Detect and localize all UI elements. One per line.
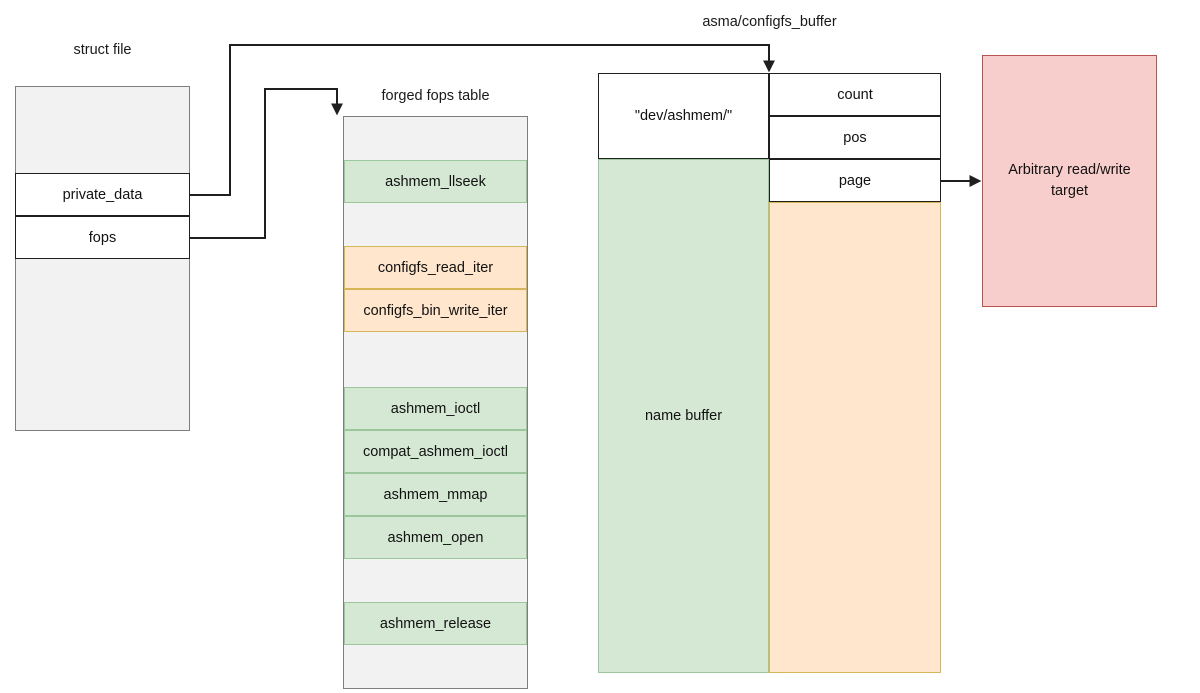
fops-row[interactable]: ashmem_ioctl xyxy=(344,387,527,430)
fops-row-label: compat_ashmem_ioctl xyxy=(362,443,509,460)
fops-row[interactable] xyxy=(344,645,527,688)
configfs-buffer-name-cell[interactable]: "dev/ashmem/" xyxy=(598,73,769,159)
fops-row-label: ashmem_mmap xyxy=(383,486,488,503)
struct-file-field-private-data[interactable]: private_data xyxy=(15,173,190,216)
fops-row[interactable] xyxy=(344,559,527,602)
fops-row[interactable] xyxy=(344,203,527,246)
fops-row-label: ashmem_ioctl xyxy=(390,400,481,417)
configfs-buffer-field-count[interactable]: count xyxy=(769,73,941,116)
configfs-buffer-name-cell-label: "dev/ashmem/" xyxy=(634,108,733,124)
configfs-buffer-field-count-label: count xyxy=(837,86,873,103)
fops-row[interactable]: ashmem_release xyxy=(344,602,527,645)
arbitrary-read-write-target-label: Arbitrary read/write target xyxy=(1008,161,1131,199)
configfs-buffer-field-pos-label: pos xyxy=(843,129,867,146)
edge-fops-to-fops-table xyxy=(190,88,343,239)
fops-row-label: ashmem_llseek xyxy=(385,173,486,190)
struct-file-field-fops-label: fops xyxy=(88,229,117,246)
forged-fops-table: ashmem_llseek configfs_read_iter configf… xyxy=(343,116,528,689)
struct-file-field-private-data-label: private_data xyxy=(62,186,143,203)
fops-row[interactable] xyxy=(344,332,527,387)
configfs-buffer-field-pos[interactable]: pos xyxy=(769,116,941,159)
configfs-buffer-label: asma/configfs_buffer xyxy=(702,14,837,30)
fops-row[interactable]: compat_ashmem_ioctl xyxy=(344,430,527,473)
struct-file-label: struct file xyxy=(73,42,132,58)
fops-row-label: ashmem_release xyxy=(379,615,492,632)
arbitrary-read-write-target-box: Arbitrary read/write target xyxy=(982,55,1157,307)
configfs-buffer-field-page[interactable]: page xyxy=(769,159,941,202)
fops-row[interactable]: ashmem_llseek xyxy=(344,160,527,203)
page-buffer-region xyxy=(769,202,941,673)
fops-row-label: ashmem_open xyxy=(387,529,484,546)
fops-row[interactable]: ashmem_open xyxy=(344,516,527,559)
configfs-buffer-field-page-label: page xyxy=(838,172,872,189)
fops-row[interactable] xyxy=(344,117,527,160)
fops-row[interactable]: configfs_bin_write_iter xyxy=(344,289,527,332)
struct-file-field-fops[interactable]: fops xyxy=(15,216,190,259)
name-buffer-region: name buffer xyxy=(598,159,769,673)
name-buffer-label: name buffer xyxy=(644,408,723,424)
fops-row[interactable]: ashmem_mmap xyxy=(344,473,527,516)
fops-row[interactable]: configfs_read_iter xyxy=(344,246,527,289)
configfs-buffer-struct: "dev/ashmem/" count pos page xyxy=(598,73,941,202)
fops-row-label: configfs_bin_write_iter xyxy=(363,302,508,319)
fops-table-label: forged fops table xyxy=(381,88,490,104)
fops-row-label: configfs_read_iter xyxy=(377,259,494,276)
